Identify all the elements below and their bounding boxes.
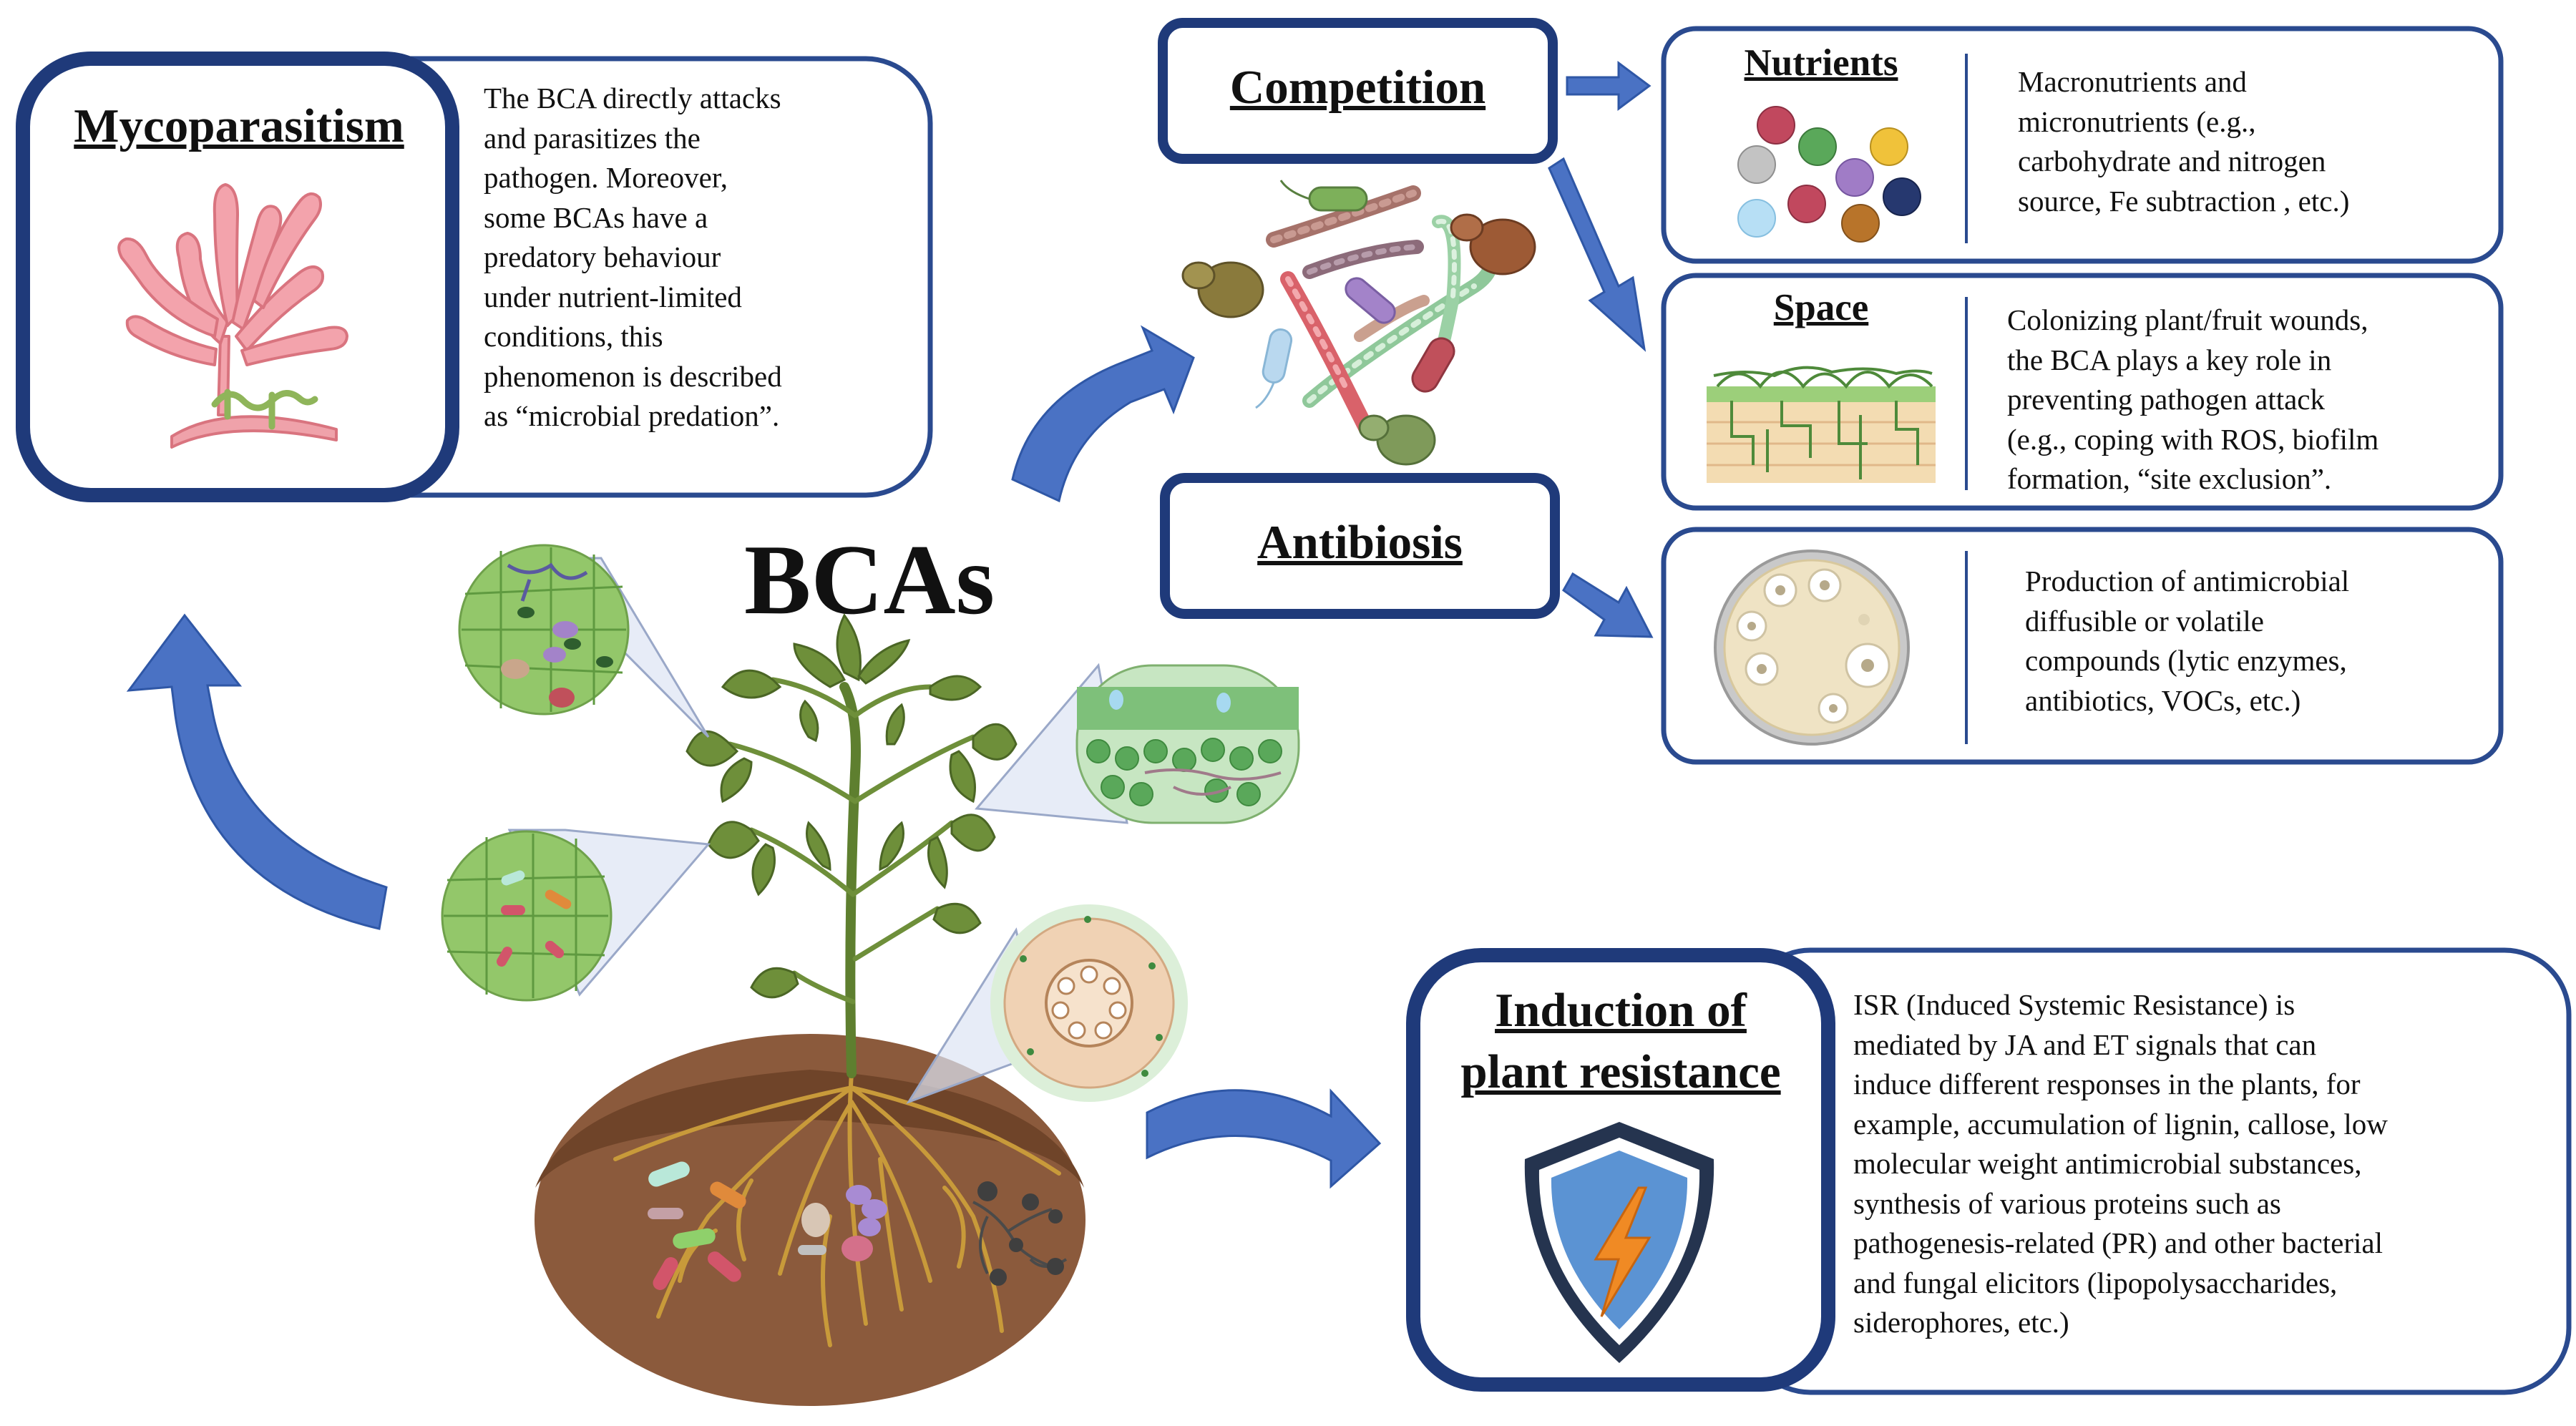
induction-line: mediated by JA and ET signals that can bbox=[1853, 1027, 2317, 1061]
space-line: the BCA plays a key role in bbox=[2007, 343, 2332, 376]
competition-title: Competition bbox=[1229, 61, 1486, 114]
mycoparasitism-line: some BCAs have a bbox=[484, 200, 708, 234]
induction-line: example, accumulation of lignin, callose… bbox=[1853, 1107, 2388, 1141]
space-line: (e.g., coping with ROS, biofilm bbox=[2007, 422, 2379, 456]
arrow-to-induction bbox=[1146, 1088, 1382, 1189]
induction-line: molecular weight antimicrobial substance… bbox=[1853, 1147, 2362, 1180]
callout-leaf-right bbox=[974, 663, 1300, 824]
space-line: Colonizing plant/fruit wounds, bbox=[2007, 303, 2368, 336]
straight-arrows bbox=[1548, 61, 1654, 638]
induction-line: induce different responses in the plants… bbox=[1853, 1068, 2361, 1100]
plant-leaves bbox=[686, 613, 1018, 999]
bcas-center-title: BCAs bbox=[744, 524, 995, 635]
mycoparasitism-line: conditions, this bbox=[484, 320, 663, 353]
space-title: Space bbox=[1773, 287, 1869, 328]
arrow-to-antibiosis bbox=[1562, 572, 1654, 638]
tomato-plant bbox=[686, 613, 1018, 1078]
mycoparasitism-line: under nutrient-limited bbox=[484, 280, 742, 313]
antibiosis-title: Antibiosis bbox=[1257, 516, 1463, 569]
microbes-cluster-icon bbox=[1181, 180, 1536, 466]
nutrient-spheres-icon bbox=[1737, 106, 1921, 243]
tissue-colonization-icon bbox=[1707, 366, 1936, 483]
shield-lightning-icon bbox=[1524, 1122, 1714, 1363]
callout-leaf-upper bbox=[458, 544, 710, 738]
space-line: preventing pathogen attack bbox=[2007, 383, 2325, 416]
petri-dish-icon bbox=[1714, 550, 1910, 746]
nutrients-box bbox=[1661, 26, 2504, 264]
fungal-hypha-icon bbox=[117, 183, 348, 449]
antibiosis-description: Production of antimicrobial diffusible o… bbox=[2025, 562, 2349, 721]
induction-title-line-1: Induction of bbox=[1495, 984, 1747, 1037]
induction-panel bbox=[1406, 947, 2572, 1395]
space-description: Colonizing plant/fruit wounds, the BCA p… bbox=[2007, 301, 2379, 499]
induction-line: pathogenesis-related (PR) and other bact… bbox=[1853, 1226, 2383, 1259]
mycoparasitism-line: and parasitizes the bbox=[484, 121, 701, 155]
nutrients-panel bbox=[1661, 26, 2504, 264]
antibiosis-line: compounds (lytic enzymes, bbox=[2025, 644, 2347, 677]
arrow-to-mycoparasitism bbox=[126, 613, 388, 930]
mycoparasitism-description: The BCA directly attacks and parasitizes… bbox=[484, 79, 782, 436]
soil-microbes bbox=[648, 1161, 887, 1290]
antibiosis-panel bbox=[1160, 473, 2504, 765]
mycoparasitism-line: The BCA directly attacks bbox=[484, 82, 781, 114]
nutrients-line: Macronutrients and bbox=[2018, 65, 2247, 98]
callout-root bbox=[906, 904, 1188, 1104]
mycoparasitism-line: pathogen. Moreover, bbox=[484, 161, 728, 194]
plant-roots bbox=[613, 1071, 1061, 1347]
nutrients-line: micronutrients (e.g., bbox=[2018, 104, 2256, 138]
antibiosis-line: diffusible or volatile bbox=[2025, 604, 2265, 638]
parasitic-hypha-coil bbox=[211, 389, 318, 430]
nutrients-title: Nutrients bbox=[1744, 42, 1898, 84]
space-panel bbox=[1661, 273, 2504, 511]
arrow-to-competition bbox=[1011, 325, 1195, 503]
arrow-to-space bbox=[1548, 157, 1646, 352]
competition-panel bbox=[1158, 18, 1558, 466]
mycoparasitism-line: predatory behaviour bbox=[484, 240, 721, 273]
induction-line: ISR (Induced Systemic Resistance) is bbox=[1853, 988, 2296, 1021]
competition-title-box bbox=[1158, 18, 1558, 164]
antibiosis-line: Production of antimicrobial bbox=[2025, 565, 2350, 597]
induction-description: ISR (Induced Systemic Resistance) is med… bbox=[1853, 985, 2388, 1343]
mycoparasitism-title: Mycoparasitism bbox=[74, 99, 404, 152]
mycoparasitism-panel bbox=[16, 52, 933, 502]
antibiosis-line: antibiotics, VOCs, etc.) bbox=[2025, 683, 2301, 717]
induction-line: synthesis of various proteins such as bbox=[1853, 1186, 2281, 1220]
soil-fungus bbox=[972, 1181, 1068, 1286]
nutrients-line: source, Fe subtraction , etc.) bbox=[2018, 184, 2350, 218]
induction-line: siderophores, etc.) bbox=[1853, 1306, 2069, 1339]
pathway-arrows bbox=[126, 325, 1382, 1189]
induction-line: and fungal elicitors (lipopolysaccharide… bbox=[1853, 1266, 2338, 1299]
mycoparasitism-line: phenomenon is described bbox=[484, 359, 782, 393]
arrow-to-nutrients bbox=[1566, 61, 1652, 111]
induction-title-line-2: plant resistance bbox=[1460, 1045, 1781, 1098]
nutrients-line: carbohydrate and nitrogen bbox=[2018, 145, 2326, 177]
mycoparasitism-line: as “microbial predation”. bbox=[484, 399, 780, 432]
antibiosis-title-box bbox=[1160, 473, 1560, 619]
callout-leaf-lower bbox=[441, 829, 711, 1002]
nutrients-description: Macronutrients and micronutrients (e.g.,… bbox=[2018, 62, 2349, 221]
space-line: formation, “site exclusion”. bbox=[2007, 462, 2332, 495]
